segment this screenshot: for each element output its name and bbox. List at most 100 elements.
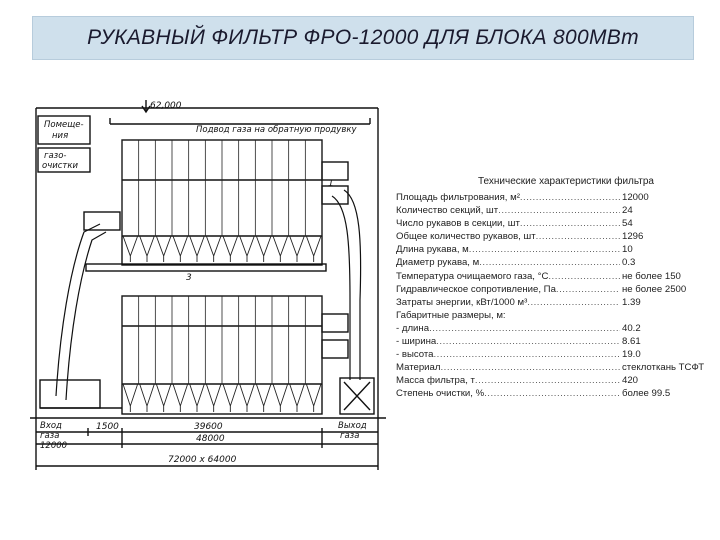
outlet-label-1: Выход: [338, 421, 367, 431]
hopper: [139, 235, 155, 262]
specs-list: Площадь фильтрования, м²12000Количество …: [396, 191, 705, 401]
spec-leader-dots: [548, 270, 620, 283]
spec-value: 8.61: [622, 336, 641, 348]
spec-value: 1296: [622, 231, 644, 243]
right-duct: [343, 189, 362, 380]
spec-value: не более 150: [622, 270, 681, 282]
marker-1: 1: [328, 179, 334, 189]
spec-label: Материал: [396, 362, 441, 374]
spec-leader-dots: [520, 217, 620, 230]
hopper: [155, 383, 172, 412]
inlet-box: [39, 379, 101, 409]
spec-row: - высота19.0: [396, 348, 696, 361]
hopper: [239, 235, 255, 262]
gas-room-label-2: очистки: [42, 161, 79, 171]
spec-row: - ширина8.61: [396, 335, 696, 348]
spec-value: не более 2500: [622, 283, 687, 295]
room-label-2: ния: [52, 131, 68, 141]
hopper: [189, 383, 205, 412]
spec-leader-dots: [429, 322, 620, 335]
spec-value: более 99.5: [622, 388, 671, 400]
hopper: [189, 235, 205, 262]
dim-39600: 39600: [194, 422, 223, 432]
hopper: [139, 383, 155, 412]
spec-row: - длина 40.2: [396, 322, 696, 335]
spec-leader-dots: [434, 348, 620, 361]
spec-label: Общее количество рукавов, шт: [396, 231, 536, 243]
spec-label: Гидравлическое сопротивление, Па: [396, 283, 556, 295]
hopper: [205, 383, 222, 412]
hopper: [272, 235, 289, 262]
spec-label: Степень очистки, %: [396, 388, 485, 400]
hopper: [239, 383, 255, 412]
room-box: [37, 115, 91, 145]
spec-label: Диаметр рукава, м: [396, 257, 480, 269]
gas-room-box: [37, 147, 91, 173]
building-outline: [35, 107, 379, 418]
hopper: [305, 235, 322, 262]
inlet-label-2: газа: [40, 431, 59, 441]
hopper: [305, 383, 322, 412]
spec-row: Количество секций, шт 24: [396, 204, 696, 217]
right-valve-1: [321, 161, 349, 181]
dim-1500: 1500: [96, 422, 119, 432]
upper-bag-columns: [121, 140, 323, 236]
hopper: [122, 235, 139, 262]
hopper: [272, 383, 289, 412]
spec-label: Количество секций, шт: [396, 205, 499, 217]
right-valve-3: [321, 313, 349, 333]
hopper: [255, 235, 272, 262]
spec-label: Габаритные размеры, м:: [396, 309, 506, 321]
spec-leader-dots: [436, 335, 620, 348]
hopper: [289, 383, 305, 412]
spec-row: Диаметр рукава, м0.3: [396, 256, 696, 269]
spec-label: - длина: [396, 322, 430, 334]
spec-leader-dots: [475, 374, 620, 387]
spec-label: Затраты энергии, кВт/1000 м³: [396, 296, 528, 308]
left-valve-upper: [83, 211, 121, 231]
spec-leader-dots: [440, 361, 620, 374]
right-valve-4: [321, 339, 349, 359]
spec-label: Длина рукава, м: [396, 244, 469, 256]
spec-row: Площадь фильтрования, м²12000: [396, 191, 696, 204]
spec-value: 24: [622, 205, 633, 217]
room-label-1: Помеще-: [44, 120, 84, 130]
spec-value: 40.2: [622, 322, 641, 334]
spec-row: Длина рукава, м 10: [396, 243, 696, 256]
spec-value: 1.39: [622, 296, 641, 308]
dim-48000: 48000: [196, 434, 225, 444]
marker-3: 3: [186, 273, 192, 283]
hopper: [122, 383, 139, 412]
gas-room-label-1: газо-: [44, 151, 66, 161]
spec-value: 420: [622, 375, 639, 387]
spec-value: стеклоткань ТСФТ: [622, 362, 705, 374]
spec-leader-dots: [498, 204, 620, 217]
inlet-label-3: 12000: [40, 441, 67, 451]
title-bar: РУКАВНЫЙ ФИЛЬТР ФРО-12000 ДЛЯ БЛОКА 800М…: [32, 16, 694, 60]
hopper-row: [122, 235, 322, 412]
elevation-marker: [141, 100, 151, 114]
spec-leader-dots: [527, 296, 620, 309]
spec-value: 12000: [622, 192, 649, 203]
spec-row: Температура очищаемого газа, °Cне более …: [396, 270, 696, 283]
outlet-box: [339, 377, 375, 415]
spec-row: Габаритные размеры, м:: [396, 309, 696, 322]
hopper: [172, 383, 189, 412]
left-duct: [55, 223, 101, 397]
spec-row: Материал стеклоткань ТСФТ: [396, 361, 705, 374]
spec-row: Степень очистки, % более 99.5: [396, 387, 696, 400]
spec-label: - высота: [396, 349, 434, 361]
hopper: [289, 235, 305, 262]
hopper: [155, 235, 172, 262]
spec-value: 10: [622, 244, 633, 256]
outlet-label-2: газа: [340, 431, 359, 441]
inlet-label-1: Вход: [40, 421, 62, 431]
spec-row: Масса фильтра, т420: [396, 374, 696, 387]
hopper: [255, 383, 272, 412]
spec-leader-dots: [469, 243, 620, 256]
specs-title: Технические характеристики фильтра: [478, 176, 654, 187]
slide-title: РУКАВНЫЙ ФИЛЬТР ФРО-12000 ДЛЯ БЛОКА 800М…: [87, 26, 639, 49]
hopper: [172, 235, 189, 262]
hopper: [222, 235, 239, 262]
